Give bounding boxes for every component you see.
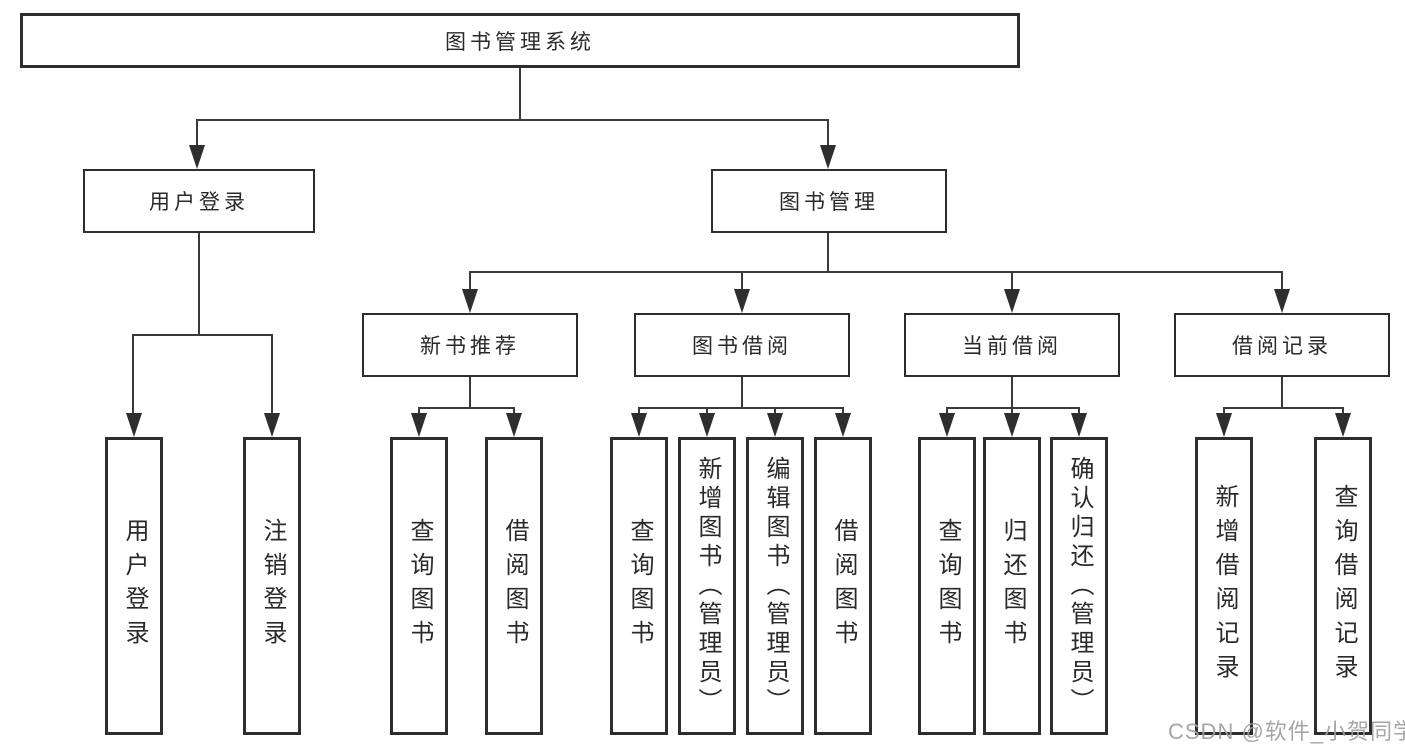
node-leaf-logout: 注销登录 bbox=[243, 437, 301, 735]
connector-line bbox=[1223, 407, 1344, 409]
arrowhead-down-icon bbox=[411, 413, 427, 437]
arrowhead-down-icon bbox=[1071, 413, 1087, 437]
connector-line bbox=[132, 334, 134, 414]
arrowhead-down-icon bbox=[820, 145, 836, 169]
arrowhead-down-icon bbox=[1274, 289, 1290, 313]
arrowhead-down-icon bbox=[835, 413, 851, 437]
connector-line bbox=[513, 407, 515, 415]
arrowhead-down-icon bbox=[1004, 289, 1020, 313]
node-leaf-return-book: 归还图书 bbox=[983, 437, 1041, 735]
node-leaf-user-login: 用户登录 bbox=[105, 437, 163, 735]
connector-line bbox=[1011, 271, 1013, 291]
connector-line bbox=[827, 233, 829, 271]
connector-line bbox=[827, 119, 829, 146]
connector-line bbox=[1223, 407, 1225, 415]
node-label: 归还图书 bbox=[999, 518, 1026, 654]
connector-line bbox=[469, 271, 1283, 273]
connector-line bbox=[132, 334, 273, 336]
watermark-text: CSDN @软件_小贺同学 bbox=[1168, 719, 1405, 744]
arrowhead-down-icon bbox=[1335, 413, 1351, 437]
node-current-borrow: 当前借阅 bbox=[904, 313, 1120, 377]
connector-line bbox=[1011, 377, 1013, 407]
node-label: 图书管理系统 bbox=[445, 30, 595, 54]
node-leaf-borrow-book-1: 借阅图书 bbox=[485, 437, 543, 735]
connector-line bbox=[469, 377, 471, 407]
node-leaf-edit-book-admin: 编辑图书（管理员） bbox=[746, 437, 804, 735]
node-label: 用户登录 bbox=[121, 518, 148, 654]
node-book-borrow: 图书借阅 bbox=[634, 313, 850, 377]
connector-line bbox=[1011, 407, 1013, 415]
arrowhead-down-icon bbox=[631, 413, 647, 437]
node-label: 查询借阅记录 bbox=[1330, 484, 1357, 688]
node-root: 图书管理系统 bbox=[20, 13, 1020, 68]
connector-line bbox=[1078, 407, 1080, 415]
node-leaf-query-book-2: 查询图书 bbox=[610, 437, 668, 735]
connector-line bbox=[1281, 271, 1283, 291]
node-leaf-query-book-1: 查询图书 bbox=[390, 437, 448, 735]
node-label: 图书管理 bbox=[779, 191, 879, 214]
node-label: 编辑图书（管理员） bbox=[762, 455, 789, 717]
node-label: 确认归还（管理员） bbox=[1066, 455, 1093, 717]
connector-line bbox=[706, 407, 708, 415]
connector-line bbox=[198, 233, 200, 334]
connector-line bbox=[741, 377, 743, 407]
connector-line bbox=[638, 407, 844, 409]
connector-line bbox=[469, 271, 471, 291]
node-leaf-add-borrow-record: 新增借阅记录 bbox=[1195, 437, 1253, 735]
arrowhead-down-icon bbox=[699, 413, 715, 437]
connector-line bbox=[741, 271, 743, 291]
arrowhead-down-icon bbox=[939, 413, 955, 437]
connector-line bbox=[1342, 407, 1344, 415]
node-leaf-query-borrow-record: 查询借阅记录 bbox=[1314, 437, 1372, 735]
node-leaf-borrow-book-2: 借阅图书 bbox=[814, 437, 872, 735]
arrowhead-down-icon bbox=[189, 145, 205, 169]
connector-line bbox=[1281, 377, 1283, 407]
node-user-login: 用户登录 bbox=[83, 169, 315, 233]
node-label: 图书借阅 bbox=[692, 335, 792, 358]
arrowhead-down-icon bbox=[767, 413, 783, 437]
node-label: 借阅图书 bbox=[501, 518, 528, 654]
node-leaf-query-book-3: 查询图书 bbox=[918, 437, 976, 735]
connector-line bbox=[946, 407, 1080, 409]
arrowhead-down-icon bbox=[126, 413, 142, 437]
node-label: 查询图书 bbox=[934, 518, 961, 654]
node-label: 新增借阅记录 bbox=[1211, 484, 1238, 688]
node-label: 借阅图书 bbox=[830, 518, 857, 654]
arrowhead-down-icon bbox=[1216, 413, 1232, 437]
connector-line bbox=[196, 119, 829, 121]
node-leaf-confirm-return-admin: 确认归还（管理员） bbox=[1050, 437, 1108, 735]
connector-line bbox=[271, 334, 273, 414]
node-new-book-recommend: 新书推荐 bbox=[362, 313, 578, 377]
connector-line bbox=[774, 407, 776, 415]
node-label: 用户登录 bbox=[149, 191, 249, 214]
connector-line bbox=[946, 407, 948, 415]
node-book-management: 图书管理 bbox=[711, 169, 947, 233]
connector-line bbox=[418, 407, 514, 409]
node-label: 查询图书 bbox=[406, 518, 433, 654]
arrowhead-down-icon bbox=[506, 413, 522, 437]
connector-line bbox=[196, 119, 198, 146]
connector-line bbox=[519, 68, 521, 119]
node-label: 新增图书（管理员） bbox=[694, 455, 721, 717]
node-borrow-records: 借阅记录 bbox=[1174, 313, 1390, 377]
connector-line bbox=[842, 407, 844, 415]
node-label: 借阅记录 bbox=[1232, 335, 1332, 358]
node-label: 查询图书 bbox=[626, 518, 653, 654]
connector-line bbox=[418, 407, 420, 415]
arrowhead-down-icon bbox=[1004, 413, 1020, 437]
node-label: 注销登录 bbox=[259, 518, 286, 654]
arrowhead-down-icon bbox=[734, 289, 750, 313]
node-label: 当前借阅 bbox=[962, 335, 1062, 358]
node-label: 新书推荐 bbox=[420, 335, 520, 358]
node-leaf-add-book-admin: 新增图书（管理员） bbox=[678, 437, 736, 735]
connector-line bbox=[638, 407, 640, 415]
arrowhead-down-icon bbox=[462, 289, 478, 313]
arrowhead-down-icon bbox=[264, 413, 280, 437]
